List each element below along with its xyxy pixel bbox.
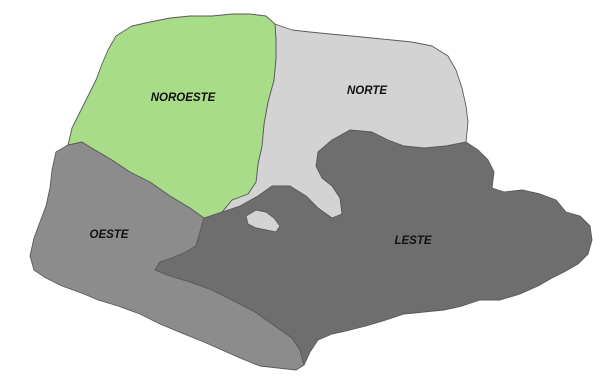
label-oeste: OESTE (90, 229, 129, 241)
region-noroeste[interactable] (67, 13, 277, 219)
label-norte: NORTE (347, 85, 387, 97)
label-noroeste: NOROESTE (151, 92, 216, 104)
enclave-region (245, 209, 281, 233)
label-leste: LESTE (394, 235, 431, 247)
